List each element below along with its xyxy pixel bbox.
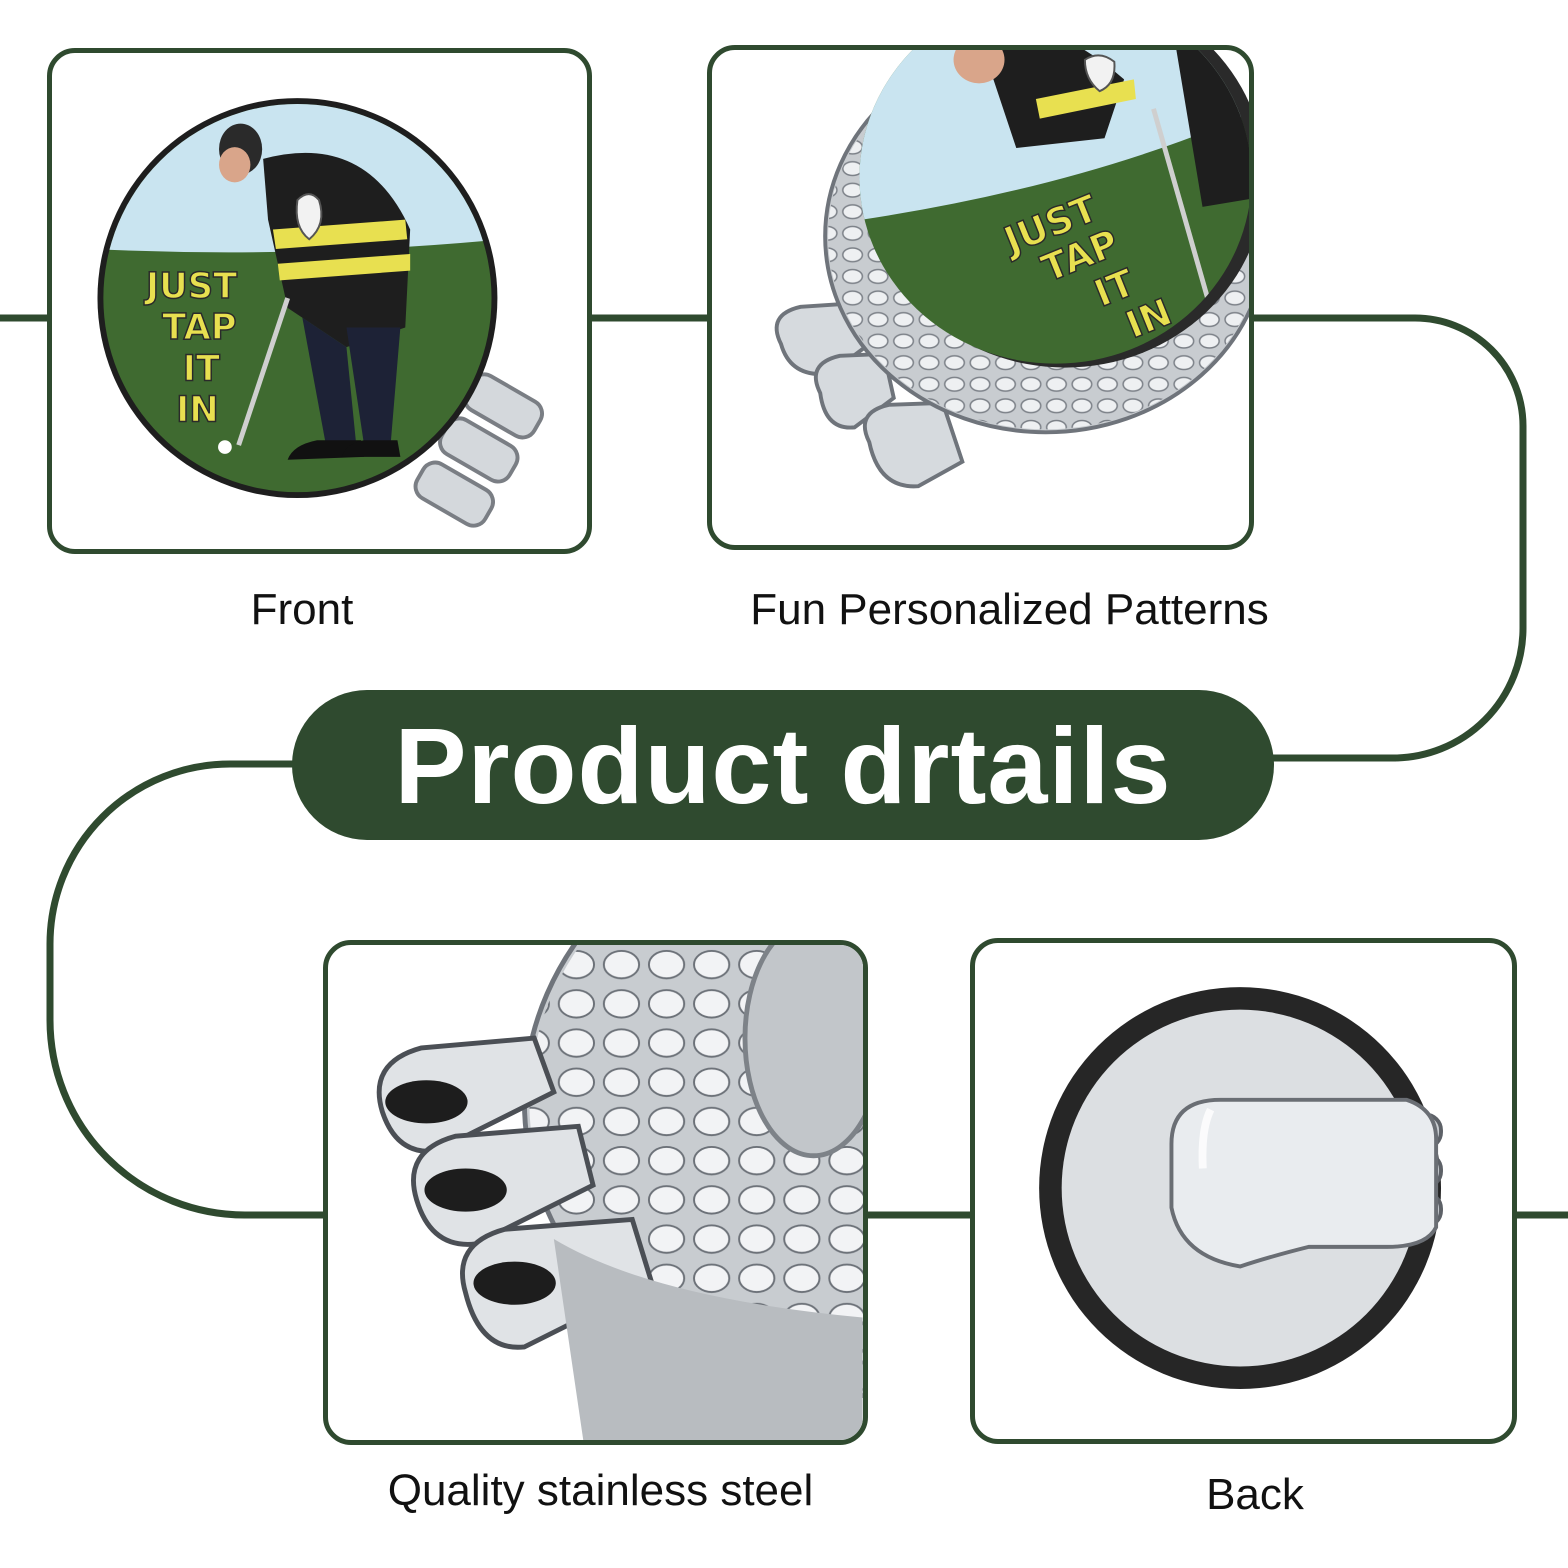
back-view-image: [1039, 987, 1443, 1390]
caption-quality: Quality stainless steel: [387, 1466, 814, 1515]
panel-patterns: JUST TAP IT IN: [707, 45, 1254, 550]
panel-quality: [323, 940, 868, 1445]
panel-front: JUST TAP IT IN: [47, 48, 592, 554]
angled-view-image: JUST TAP IT IN: [774, 50, 1249, 489]
caption-back: Back: [1206, 1470, 1304, 1519]
front-view-image: JUST TAP IT IN: [97, 98, 544, 528]
artwork-text-line-1: JUST: [144, 266, 237, 307]
caption-patterns: Fun Personalized Patterns: [750, 585, 1269, 634]
banner-title: Product drtails: [394, 704, 1172, 826]
artwork-text-line-3: IT: [183, 348, 220, 389]
caption-front: Front: [250, 585, 354, 634]
product-details-banner: Product drtails: [292, 690, 1274, 840]
panel-back: [970, 938, 1517, 1444]
closeup-clip-image: [376, 945, 863, 1440]
artwork-text-line-2: TAP: [162, 307, 236, 348]
artwork-text-line-4: IN: [176, 390, 219, 431]
